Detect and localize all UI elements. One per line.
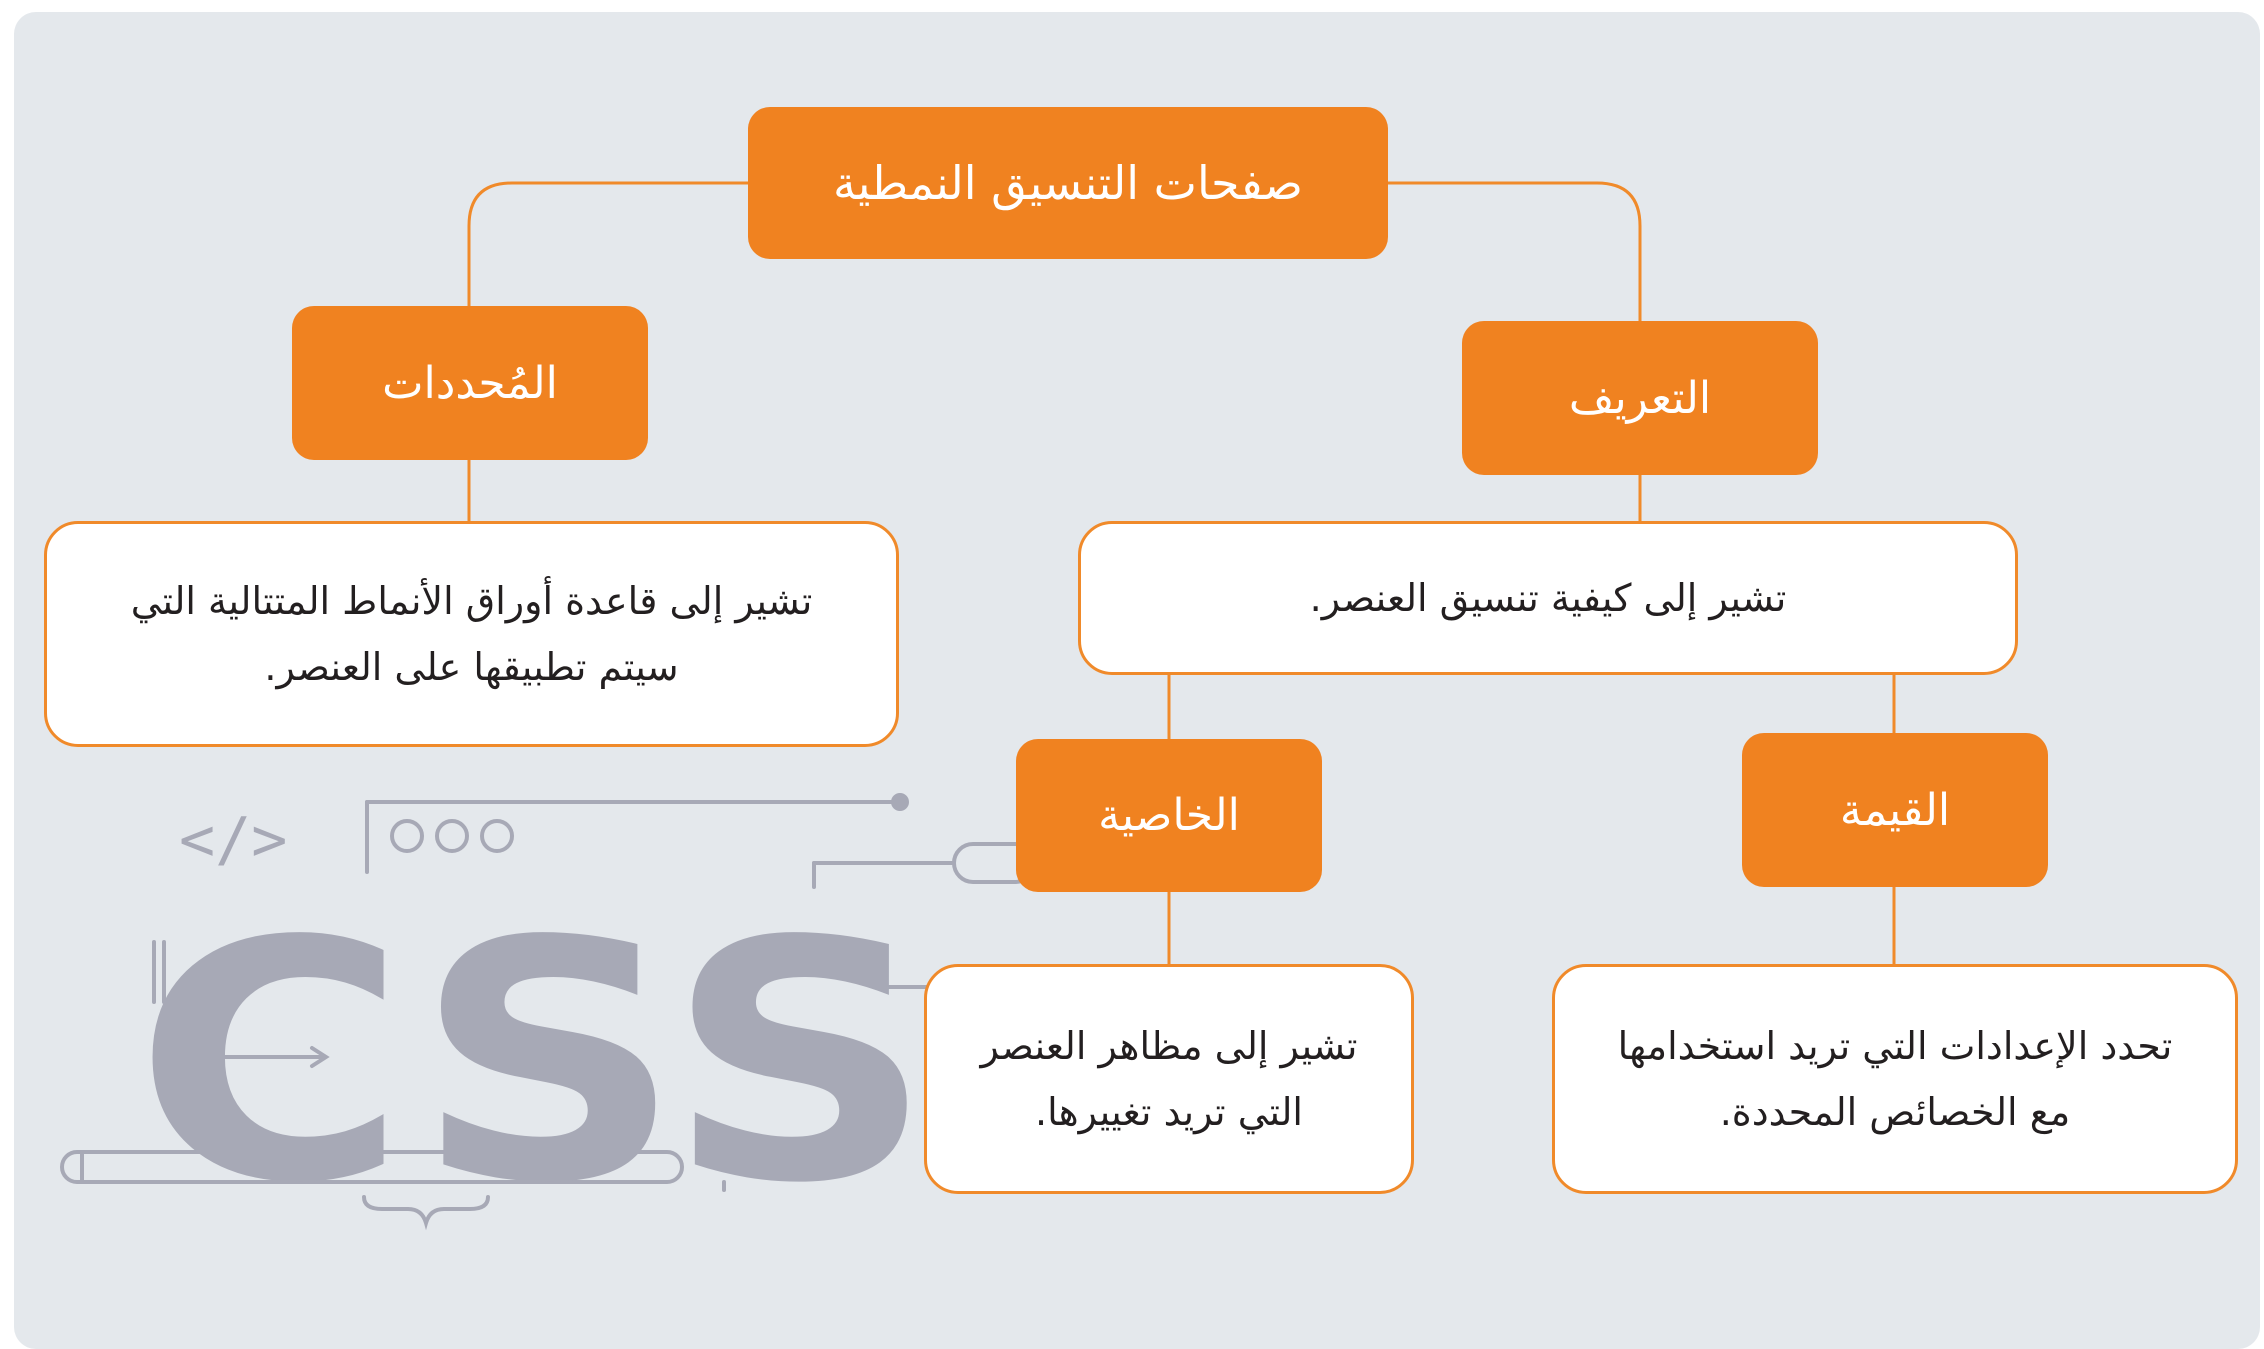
selectors-description-text: تشير إلى قاعدة أوراق الأنماط المتتالية ا… xyxy=(130,578,813,690)
css-logo-text: CSS xyxy=(134,871,934,1255)
value-node: القيمة xyxy=(1742,733,2048,887)
selectors-description: تشير إلى قاعدة أوراق الأنماط المتتالية ا… xyxy=(44,521,899,747)
connector-lines xyxy=(467,181,1896,965)
property-description: تشير إلى مظاهر العنصر التي تريد تغييرها. xyxy=(924,964,1414,1194)
declaration-node-label: التعريف xyxy=(1568,372,1712,424)
property-node: الخاصية xyxy=(1016,739,1322,892)
diagram-panel: </> CSS صفحات التنسيق النمطية المُحددات … xyxy=(14,12,2260,1349)
root-node: صفحات التنسيق النمطية xyxy=(748,107,1388,259)
css-code-illustration: </> CSS xyxy=(60,793,1036,1255)
dot-icon xyxy=(480,819,514,853)
declaration-node: التعريف xyxy=(1462,321,1818,475)
code-tag-text: </> xyxy=(179,805,287,875)
dot-icon xyxy=(435,819,469,853)
selectors-node: المُحددات xyxy=(292,306,648,460)
dot-icon xyxy=(390,819,424,853)
value-node-label: القيمة xyxy=(1839,784,1951,836)
value-description-text: تحدد الإعدادات التي تريد استخدامها مع ال… xyxy=(1617,1023,2173,1135)
selectors-node-label: المُحددات xyxy=(382,357,558,409)
declaration-description: تشير إلى كيفية تنسيق العنصر. xyxy=(1078,521,2018,675)
declaration-description-text: تشير إلى كيفية تنسيق العنصر. xyxy=(1309,575,1787,620)
property-description-text: تشير إلى مظاهر العنصر التي تريد تغييرها. xyxy=(980,1023,1358,1135)
connector-root-selectors xyxy=(467,181,750,307)
connector-root-declaration xyxy=(1386,181,1642,322)
root-node-label: صفحات التنسيق النمطية xyxy=(833,156,1303,210)
value-description: تحدد الإعدادات التي تريد استخدامها مع ال… xyxy=(1552,964,2238,1194)
property-node-label: الخاصية xyxy=(1098,790,1240,841)
